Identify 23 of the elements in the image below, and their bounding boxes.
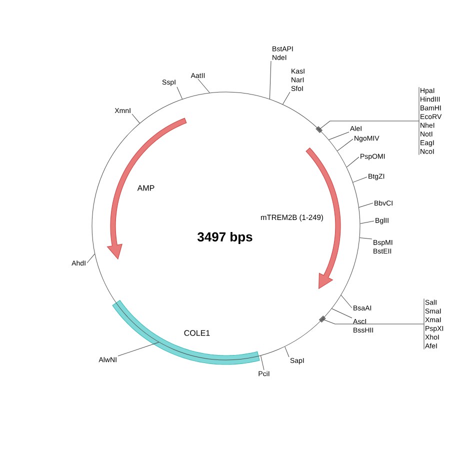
feature-label: AMP xyxy=(137,185,154,191)
leader-line xyxy=(328,132,350,140)
leader-line xyxy=(118,342,160,356)
leader-line xyxy=(340,294,352,308)
leader-line xyxy=(360,220,374,224)
leader-line xyxy=(282,92,290,105)
leader-line xyxy=(132,114,140,124)
leader-line xyxy=(319,86,420,156)
leader-line xyxy=(322,298,424,350)
leader-line xyxy=(198,78,210,93)
leader-line xyxy=(176,86,183,100)
leader-line xyxy=(337,138,354,152)
leader-line xyxy=(269,60,272,100)
leader-line xyxy=(86,254,95,264)
plasmid-size: 3497 bps xyxy=(197,232,252,244)
leader-line xyxy=(332,308,352,318)
feature-label: COLE1 xyxy=(184,330,210,336)
leader-line xyxy=(260,355,264,370)
leader-line xyxy=(358,202,374,208)
leader-line xyxy=(352,176,368,183)
leader-line xyxy=(284,346,290,358)
leader-line xyxy=(346,156,360,168)
leader-line xyxy=(360,237,372,240)
